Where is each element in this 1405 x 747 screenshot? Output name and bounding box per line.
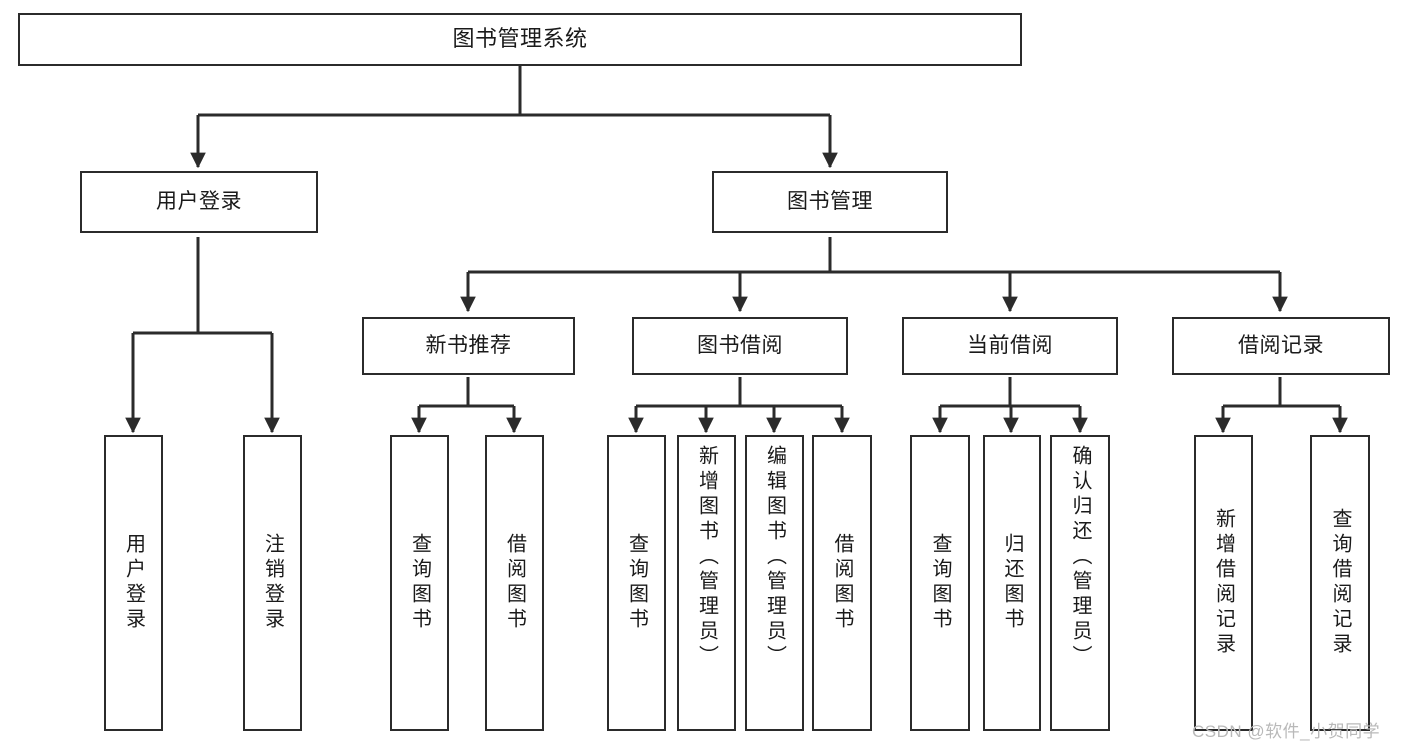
- leaf-user-login-logout-label: 注销登录: [261, 533, 284, 633]
- node-book-manage-label: 图书管理: [787, 190, 873, 214]
- node-new-book-recommend-label: 新书推荐: [425, 334, 512, 358]
- leaf-book-borrow-query-label: 查询图书: [625, 533, 648, 633]
- node-user-login[interactable]: 用户登录: [80, 171, 318, 233]
- node-user-login-label: 用户登录: [156, 190, 242, 214]
- node-book-borrow-label: 图书借阅: [697, 334, 783, 358]
- leaf-book-borrow-borrow[interactable]: 借阅图书: [812, 435, 872, 731]
- leaf-current-borrow-return-label: 归还图书: [1001, 533, 1023, 633]
- leaf-current-borrow-query-label: 查询图书: [929, 533, 951, 633]
- node-new-book-recommend[interactable]: 新书推荐: [362, 317, 575, 375]
- leaf-current-borrow-return[interactable]: 归还图书: [983, 435, 1041, 731]
- leaf-borrow-records-query-label: 查询借阅记录: [1329, 508, 1351, 658]
- leaf-new-book-query[interactable]: 查询图书: [390, 435, 449, 731]
- leaf-user-login-logout[interactable]: 注销登录: [243, 435, 302, 731]
- node-book-borrow[interactable]: 图书借阅: [632, 317, 848, 375]
- leaf-current-borrow-query[interactable]: 查询图书: [910, 435, 970, 731]
- leaf-user-login-login[interactable]: 用户登录: [104, 435, 163, 731]
- leaf-borrow-records-query[interactable]: 查询借阅记录: [1310, 435, 1370, 731]
- leaf-book-borrow-add[interactable]: 新增图书（管理员）: [677, 435, 736, 731]
- node-current-borrow[interactable]: 当前借阅: [902, 317, 1118, 375]
- leaf-new-book-borrow-label: 借阅图书: [503, 533, 526, 633]
- leaf-new-book-query-label: 查询图书: [408, 533, 431, 633]
- leaf-book-borrow-edit-label: 编辑图书（管理员）: [763, 445, 786, 670]
- leaf-current-borrow-confirm-label: 确认归还（管理员）: [1069, 445, 1091, 670]
- leaf-book-borrow-edit[interactable]: 编辑图书（管理员）: [745, 435, 804, 731]
- leaf-new-book-borrow[interactable]: 借阅图书: [485, 435, 544, 731]
- leaf-borrow-records-add[interactable]: 新增借阅记录: [1194, 435, 1253, 731]
- node-borrow-records[interactable]: 借阅记录: [1172, 317, 1390, 375]
- node-root-label: 图书管理系统: [452, 26, 588, 52]
- leaf-current-borrow-confirm[interactable]: 确认归还（管理员）: [1050, 435, 1110, 731]
- node-root-system[interactable]: 图书管理系统: [18, 13, 1022, 66]
- node-current-borrow-label: 当前借阅: [967, 334, 1053, 358]
- node-book-manage[interactable]: 图书管理: [712, 171, 948, 233]
- node-borrow-records-label: 借阅记录: [1238, 334, 1324, 358]
- leaf-book-borrow-borrow-label: 借阅图书: [831, 533, 853, 633]
- leaf-user-login-login-label: 用户登录: [122, 533, 145, 633]
- leaf-book-borrow-query[interactable]: 查询图书: [607, 435, 666, 731]
- leaf-book-borrow-add-label: 新增图书（管理员）: [695, 445, 718, 670]
- leaf-borrow-records-add-label: 新增借阅记录: [1212, 508, 1235, 658]
